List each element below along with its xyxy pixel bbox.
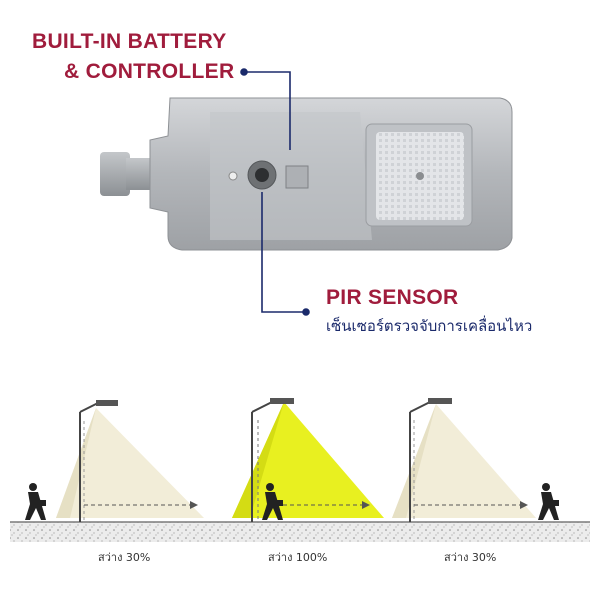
walking-person-icon bbox=[538, 483, 559, 520]
scene-bright-center bbox=[232, 398, 384, 522]
scene-dim-right bbox=[392, 398, 559, 522]
ground bbox=[10, 521, 590, 542]
callout-battery-line1: BUILT-IN BATTERY bbox=[32, 30, 227, 53]
scene-caption-center: สว่าง 100% bbox=[268, 551, 328, 564]
callout-pir-title: PIR SENSOR bbox=[326, 286, 459, 309]
walking-person-icon bbox=[25, 483, 46, 520]
scene-caption-right: สว่าง 30% bbox=[444, 551, 497, 564]
pole-adapter bbox=[100, 152, 130, 196]
scene-caption-left: สว่าง 30% bbox=[98, 551, 151, 564]
callout-pir-thai: เซ็นเซอร์ตรวจจับการเคลื่อนไหว bbox=[326, 317, 533, 335]
callout-battery-line2: & CONTROLLER bbox=[64, 60, 235, 83]
scene-dim-left bbox=[25, 400, 204, 522]
street-light-fixture bbox=[100, 97, 513, 251]
walking-person-icon bbox=[262, 483, 283, 520]
callout-leaders bbox=[240, 68, 310, 316]
